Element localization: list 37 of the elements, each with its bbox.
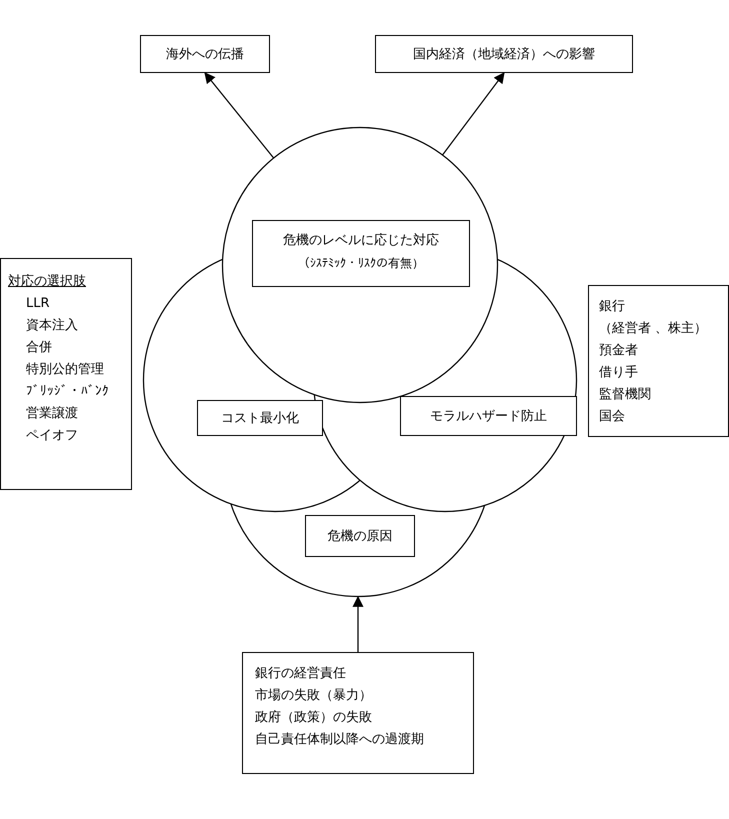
- list-item: ﾌﾞﾘｯｼﾞ・ﾊﾞﾝｸ: [25, 383, 110, 401]
- box-text: （経営者 、株主）: [599, 320, 708, 338]
- box-text: 借り手: [599, 364, 639, 382]
- list-item: ペイオフ: [25, 427, 79, 445]
- box-text: 監督機関: [599, 386, 652, 404]
- text-box: [140, 35, 270, 73]
- text-box: [0, 258, 132, 490]
- text-box: [252, 220, 470, 287]
- arrow: [442, 72, 505, 155]
- list-item: 資本注入: [25, 317, 79, 335]
- text-box: [242, 652, 474, 774]
- list-item: 特別公的管理: [25, 361, 105, 379]
- box-text: 銀行の経営責任: [255, 665, 347, 683]
- box-text: 国内経済（地域経済）への影響: [412, 46, 596, 64]
- text-box: [588, 285, 729, 437]
- list-heading: 対応の選択肢: [8, 273, 87, 291]
- text-box: [400, 396, 577, 436]
- box-text: 危機の原因: [326, 528, 394, 546]
- arrow: [204, 72, 274, 158]
- list-item: LLR: [25, 295, 51, 313]
- box-text: 危機のレベルに応じた対応: [282, 232, 440, 250]
- box-text: コスト最小化: [220, 410, 300, 428]
- text-box: [305, 515, 415, 557]
- text-box: [375, 35, 633, 73]
- list-item: 営業譲渡: [25, 405, 79, 423]
- box-text: モラルハザード防止: [429, 408, 548, 426]
- box-text: 市場の失敗（暴力）: [255, 687, 373, 705]
- box-text: 政府（政策）の失敗: [255, 709, 373, 727]
- box-text: 自己責任体制以降への過渡期: [255, 731, 425, 749]
- box-text: 預金者: [599, 342, 639, 360]
- box-text: 海外への伝播: [165, 46, 245, 64]
- box-text: （ｼｽﾃﾐｯｸ・ﾘｽｸの有無）: [297, 255, 425, 272]
- box-text: 国会: [599, 408, 626, 426]
- box-text: 銀行: [599, 298, 626, 316]
- list-item: 合併: [25, 339, 53, 357]
- text-box: [197, 400, 323, 436]
- arrow: [352, 596, 364, 652]
